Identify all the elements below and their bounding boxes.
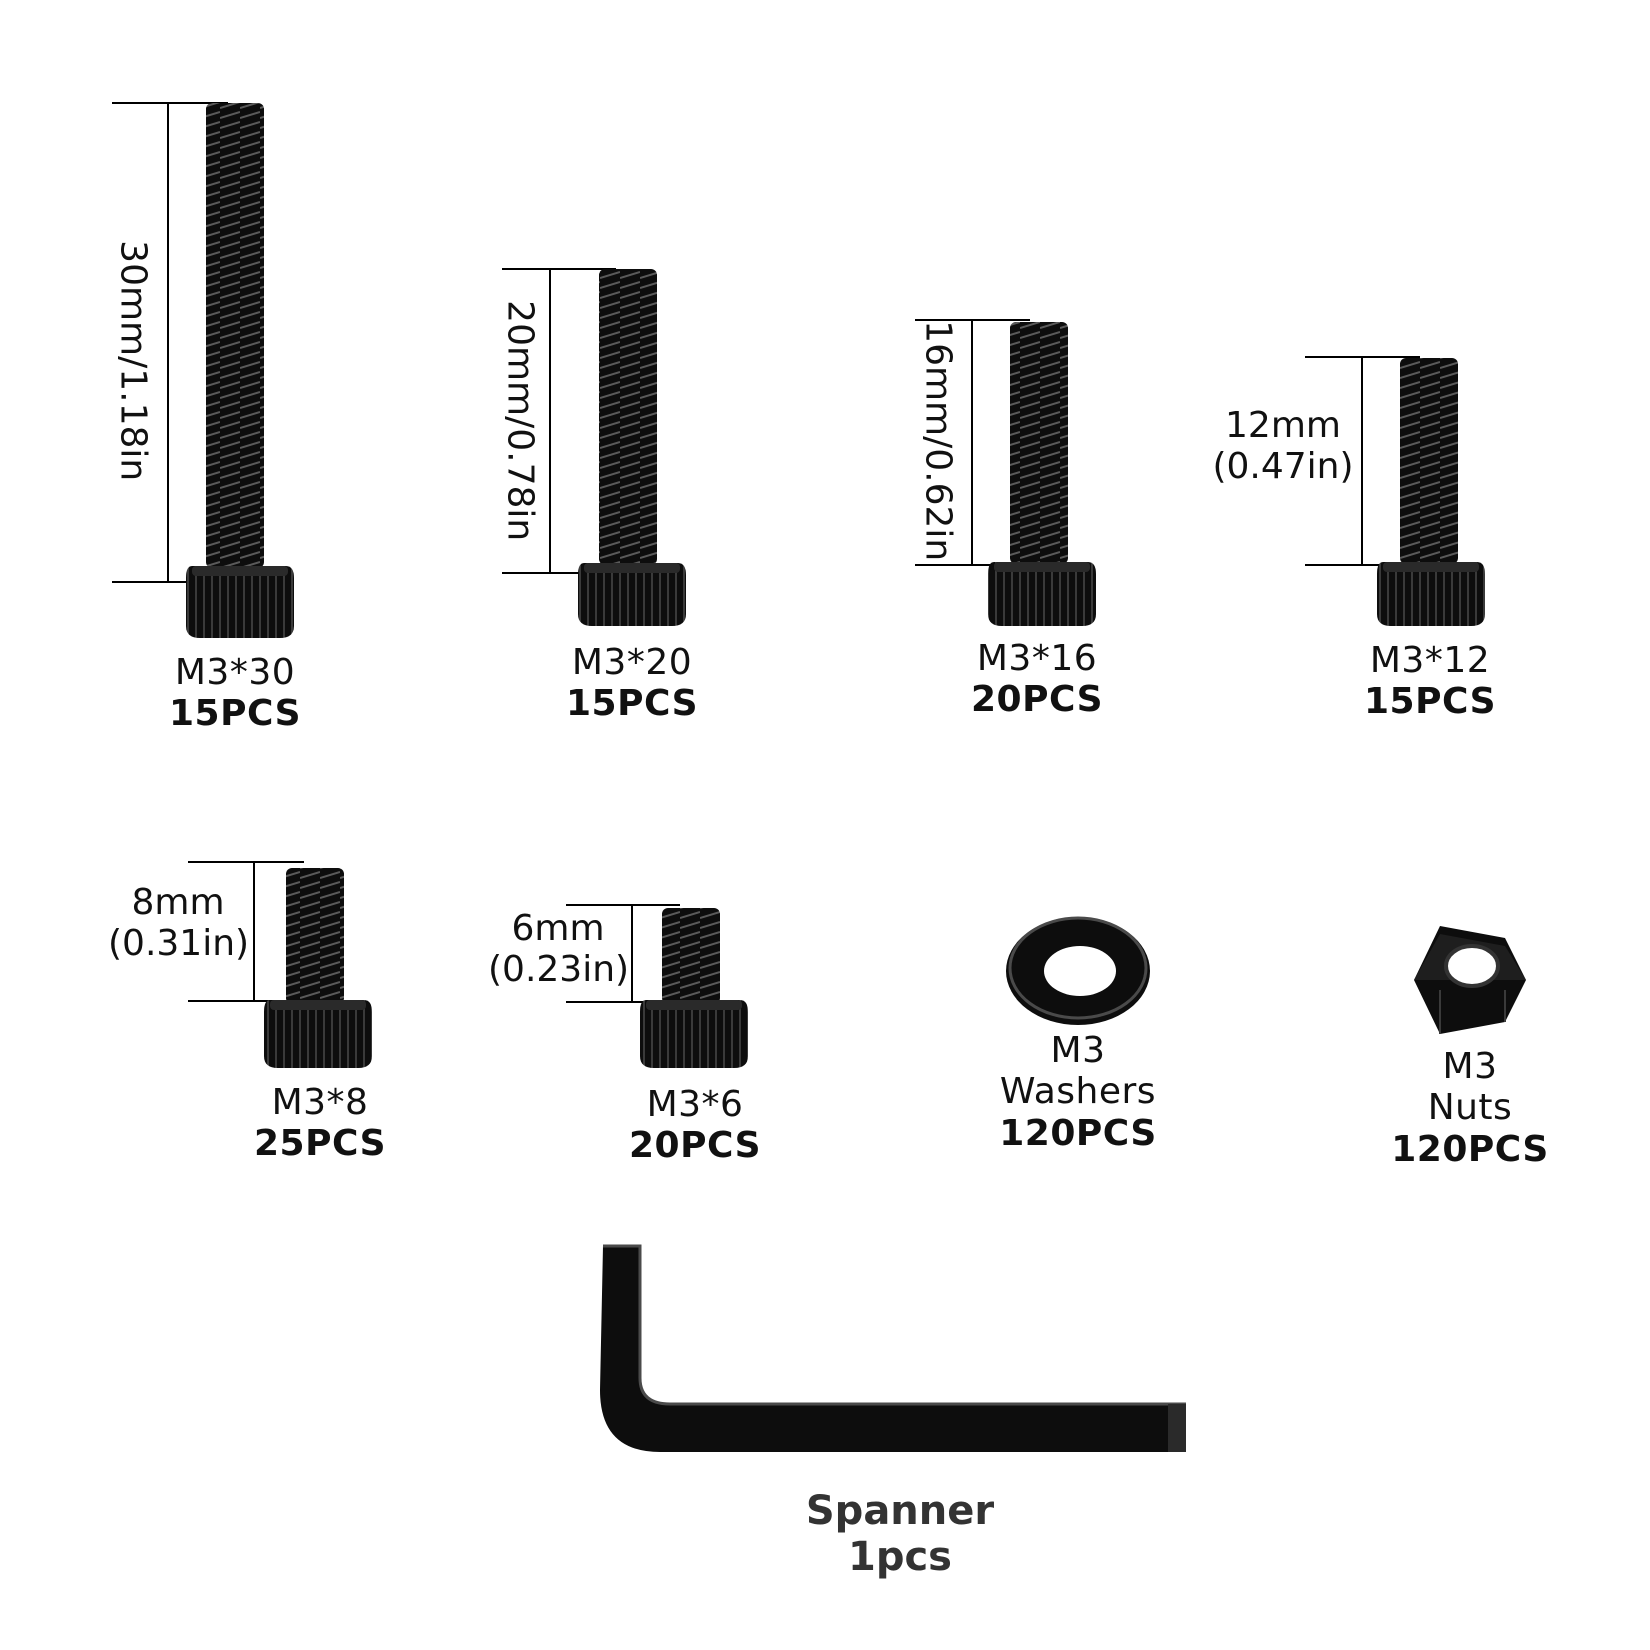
size-label: M3*20 [571, 642, 693, 683]
caption-m3x6: M3*6 20PCS [610, 1084, 780, 1167]
dimension-mm: 6mm [511, 908, 605, 949]
caption-m3x12: M3*12 15PCS [1345, 640, 1515, 723]
quantity-label: 15PCS [1364, 681, 1496, 723]
dimension-label-m3x16: 16mm/0.62in [917, 320, 959, 562]
dimension-label-m3x6: 6mm (0.23in) [488, 908, 630, 991]
quantity-label: 120PCS [1391, 1128, 1549, 1170]
quantity-label: 120PCS [999, 1112, 1157, 1154]
dimension-label-m3x8: 8mm (0.31in) [108, 882, 250, 965]
caption-washers: M3 Washers 120PCS [993, 1030, 1163, 1154]
dimension-mm: 12mm [1225, 405, 1341, 446]
spanner-name: Spanner [805, 1488, 995, 1534]
bolt-m3x6 [566, 904, 748, 1068]
quantity-label: 15PCS [169, 693, 301, 735]
size-label: M3*30 [174, 652, 296, 693]
size-label: M3 [1442, 1046, 1498, 1087]
caption-m3x20: M3*20 15PCS [547, 642, 717, 725]
quantity-label: 20PCS [629, 1125, 761, 1167]
nut-image [1414, 926, 1526, 1034]
bolt-m3x20 [502, 268, 686, 626]
size-label: M3*8 [271, 1082, 369, 1123]
dimension-in: (0.31in) [108, 923, 250, 965]
bolt-m3x8 [188, 861, 372, 1068]
size-label: M3*12 [1369, 640, 1491, 681]
bolt-m3x16 [915, 319, 1096, 626]
quantity-label: 25PCS [254, 1123, 386, 1165]
bolt-m3x12 [1305, 356, 1485, 626]
size-label: M3*6 [646, 1084, 744, 1125]
caption-m3x30: M3*30 15PCS [150, 652, 320, 735]
caption-spanner: Spanner 1pcs [790, 1488, 1010, 1580]
spanner-image [600, 1244, 1186, 1452]
bolt-m3x30 [112, 102, 294, 638]
washer-image [1006, 916, 1150, 1025]
quantity-label: 20PCS [971, 679, 1103, 721]
size-label: M3*16 [976, 638, 1098, 679]
dimension-in: (0.47in) [1212, 446, 1354, 488]
dimension-label-m3x20: 20mm/0.78in [499, 300, 541, 542]
caption-m3x16: M3*16 20PCS [952, 638, 1122, 721]
part-name-label: Nuts [1427, 1087, 1513, 1129]
caption-m3x8: M3*8 25PCS [235, 1082, 405, 1165]
caption-nuts: M3 Nuts 120PCS [1385, 1046, 1555, 1170]
dimension-mm: 8mm [131, 882, 225, 923]
part-name-label: Washers [999, 1071, 1157, 1113]
size-label: M3 [1050, 1030, 1106, 1071]
quantity-label: 15PCS [566, 683, 698, 725]
spanner-quantity: 1pcs [848, 1534, 952, 1580]
dimension-label-m3x30: 30mm/1.18in [112, 240, 154, 482]
dimension-in: (0.23in) [488, 949, 630, 991]
dimension-label-m3x12: 12mm (0.47in) [1203, 405, 1363, 488]
